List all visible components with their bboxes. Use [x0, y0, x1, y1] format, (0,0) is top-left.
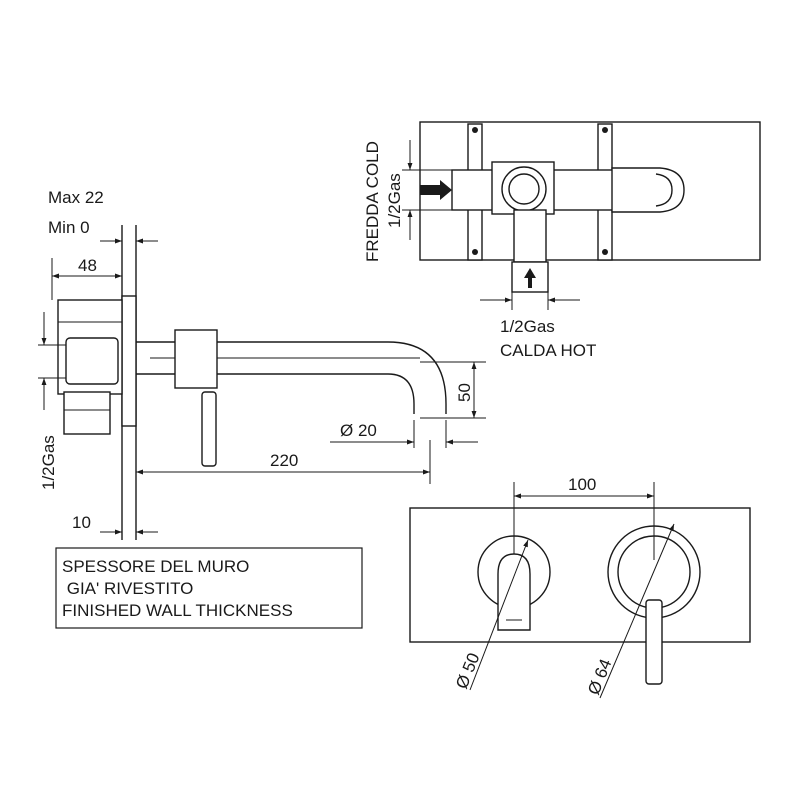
spout-length-label: 220 [270, 451, 298, 470]
hot-label: CALDA HOT [500, 341, 596, 360]
wall-thickness-note-box [55, 547, 363, 629]
min-wall-label: Min 0 [48, 218, 90, 237]
spout-diameter-label: Ø 20 [340, 421, 377, 440]
side-view [38, 225, 486, 540]
max-wall-label: Max 22 [48, 188, 104, 207]
wall-ten-label: 10 [72, 513, 91, 532]
top-view [402, 121, 761, 310]
front-view [409, 482, 751, 699]
inlet-side-label: 1/2Gas [39, 435, 58, 490]
hot-thread-label: 1/2Gas [500, 317, 555, 336]
rosette-large-label: Ø 64 [584, 656, 615, 697]
note-line-2: GIA' RIVESTITO [62, 579, 193, 598]
rosette-small-label: Ø 50 [452, 650, 483, 691]
cold-thread-label: 1/2Gas [385, 173, 404, 228]
center-distance-label: 100 [568, 475, 596, 494]
note-line-1: SPESSORE DEL MURO [62, 557, 249, 576]
note-line-3: FINISHED WALL THICKNESS [62, 601, 293, 620]
body-depth-label: 48 [78, 256, 97, 275]
cold-label: FREDDA COLD [363, 141, 382, 262]
spout-drop-label: 50 [455, 383, 474, 402]
